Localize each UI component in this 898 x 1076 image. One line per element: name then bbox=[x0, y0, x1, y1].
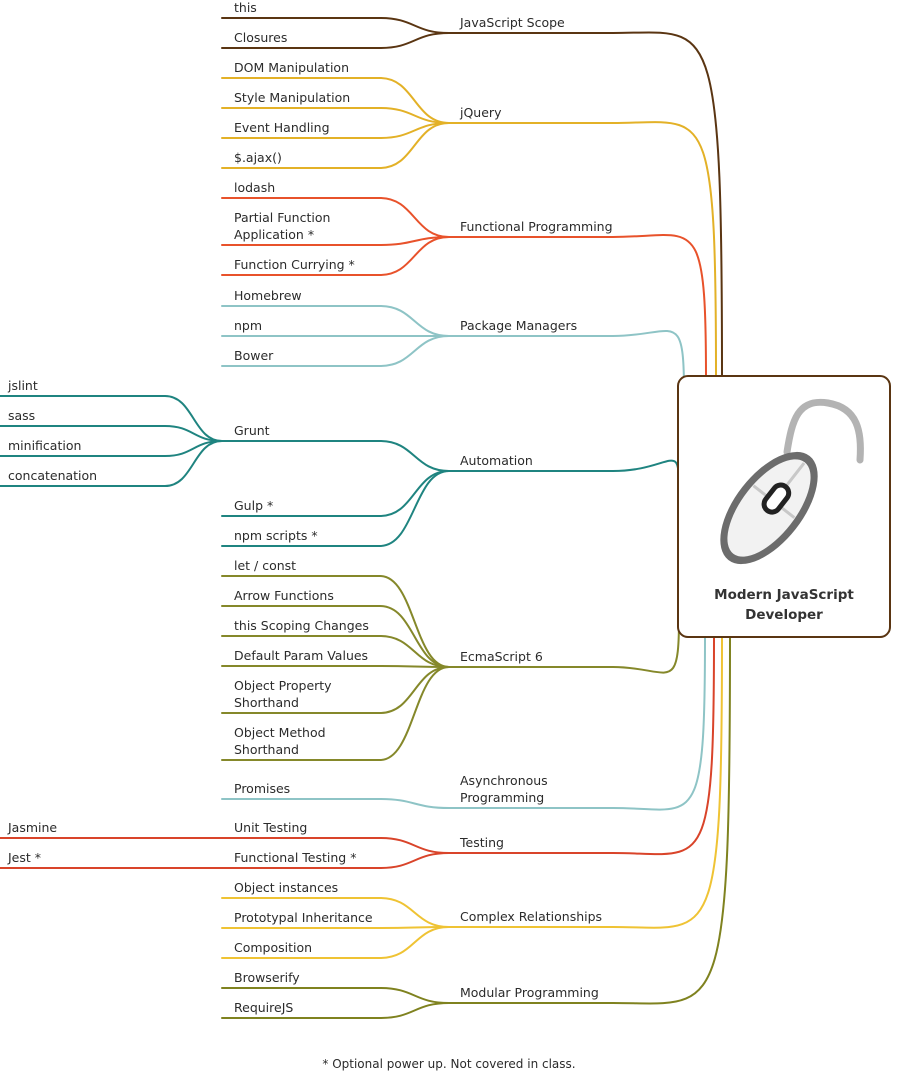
subleaf-label-jasmine: Jasmine bbox=[7, 820, 57, 835]
branch-label-automation: Automation bbox=[460, 453, 533, 468]
branch-label-javascript-scope: JavaScript Scope bbox=[459, 15, 565, 30]
leaf-label-functional-testing: Functional Testing * bbox=[234, 850, 356, 865]
connectors bbox=[0, 17, 731, 1019]
leaf-connector-bower bbox=[379, 335, 450, 367]
leaf-connector-ajax bbox=[379, 122, 450, 169]
leaf-connector-functional-testing bbox=[379, 852, 450, 869]
leaf-label-closures: Closures bbox=[234, 30, 287, 45]
central-node-title-line2: Developer bbox=[745, 607, 823, 623]
leaf-label-dom-manipulation: DOM Manipulation bbox=[234, 60, 349, 75]
leaf-label-lodash: lodash bbox=[234, 180, 275, 195]
branch-label-asynchronous-programming-line1: Asynchronous bbox=[460, 773, 548, 788]
leaf-label-object-method-shorthand-line1: Object Method bbox=[234, 725, 326, 740]
leaf-label-bower: Bower bbox=[234, 348, 274, 363]
leaf-connector-let-const bbox=[379, 575, 450, 668]
leaf-connector-default-param-values bbox=[379, 665, 450, 668]
computer-mouse-icon bbox=[720, 398, 864, 565]
leaf-label-default-param-values: Default Param Values bbox=[234, 648, 368, 663]
leaf-label-grunt: Grunt bbox=[234, 423, 270, 438]
subleaf-connector-concatenation bbox=[164, 440, 223, 487]
leaf-label-partial-function-application-line2: Application * bbox=[234, 227, 314, 242]
leaf-label-npm: npm bbox=[234, 318, 262, 333]
leaf-label-object-property-shorthand-line2: Shorthand bbox=[234, 695, 299, 710]
leaf-connector-object-property-shorthand bbox=[379, 666, 450, 714]
leaf-connector-grunt bbox=[379, 440, 450, 472]
leaf-label-let-const: let / const bbox=[234, 558, 296, 573]
leaf-label-homebrew: Homebrew bbox=[234, 288, 302, 303]
branch-connector-automation bbox=[612, 459, 680, 484]
leaf-connector-browserify bbox=[379, 987, 450, 1004]
branch-label-ecmascript-6: EcmaScript 6 bbox=[460, 649, 543, 664]
branch-label-modular-programming: Modular Programming bbox=[460, 985, 599, 1000]
central-node-title-line1: Modern JavaScript bbox=[714, 587, 854, 603]
subleaf-label-jest: Jest * bbox=[7, 850, 41, 865]
leaf-connector-arrow-functions bbox=[379, 605, 450, 668]
leaf-connector-this-scoping-changes bbox=[379, 635, 450, 668]
branch-connector-modular-programming bbox=[612, 635, 731, 1005]
branch-connector-testing bbox=[612, 635, 715, 856]
leaf-label-object-property-shorthand-line1: Object Property bbox=[234, 678, 332, 693]
central-node: Modern JavaScript Developer bbox=[677, 375, 891, 638]
leaf-label-event-handling: Event Handling bbox=[234, 120, 330, 135]
leaf-label-composition: Composition bbox=[234, 940, 312, 955]
branch-connector-functional-programming bbox=[612, 234, 707, 381]
leaf-label-unit-testing: Unit Testing bbox=[234, 820, 307, 835]
leaf-label-partial-function-application-line1: Partial Function bbox=[234, 210, 330, 225]
leaf-connector-dom-manipulation bbox=[379, 77, 450, 124]
footnote: * Optional power up. Not covered in clas… bbox=[322, 1057, 576, 1071]
leaf-connector-lodash bbox=[379, 197, 450, 238]
branch-connector-jquery bbox=[612, 121, 717, 379]
branch-label-functional-programming: Functional Programming bbox=[460, 219, 613, 234]
leaf-label-ajax: $.ajax() bbox=[234, 150, 282, 165]
leaf-label-arrow-functions: Arrow Functions bbox=[234, 588, 334, 603]
leaf-connector-promises bbox=[379, 798, 450, 809]
leaf-label-prototypal-inheritance: Prototypal Inheritance bbox=[234, 910, 373, 925]
leaf-label-requirejs: RequireJS bbox=[234, 1000, 293, 1015]
branch-label-jquery: jQuery bbox=[459, 105, 502, 120]
branch-label-complex-relationships: Complex Relationships bbox=[460, 909, 602, 924]
leaf-label-npm-scripts: npm scripts * bbox=[234, 528, 318, 543]
branch-label-asynchronous-programming-line2: Programming bbox=[460, 790, 544, 805]
leaf-label-browserify: Browserify bbox=[234, 970, 300, 985]
subleaf-label-minification: minification bbox=[8, 438, 81, 453]
leaf-connector-object-method-shorthand bbox=[379, 666, 450, 761]
leaf-connector-requirejs bbox=[379, 1002, 450, 1019]
branch-connector-complex-relationships bbox=[612, 635, 723, 929]
subleaf-label-jslint: jslint bbox=[7, 378, 38, 393]
leaf-connector-unit-testing bbox=[379, 837, 450, 854]
branch-label-package-managers: Package Managers bbox=[460, 318, 577, 333]
leaf-connector-homebrew bbox=[379, 305, 450, 337]
leaf-label-function-currying: Function Currying * bbox=[234, 257, 355, 272]
branch-label-testing: Testing bbox=[459, 835, 504, 850]
leaf-label-object-instances: Object instances bbox=[234, 880, 338, 895]
subleaf-label-sass: sass bbox=[8, 408, 35, 423]
leaf-connector-function-currying bbox=[379, 236, 450, 276]
leaf-label-gulp: Gulp * bbox=[234, 498, 273, 513]
subleaf-label-concatenation: concatenation bbox=[8, 468, 97, 483]
leaf-connector-object-instances bbox=[379, 897, 450, 928]
leaf-connector-npm-scripts bbox=[379, 470, 450, 547]
leaf-label-this: this bbox=[234, 0, 257, 15]
leaf-label-object-method-shorthand-line2: Shorthand bbox=[234, 742, 299, 757]
leaf-connector-closures bbox=[379, 32, 450, 49]
leaf-label-this-scoping-changes: this Scoping Changes bbox=[234, 618, 369, 633]
branch-connector-asynchronous-programming bbox=[612, 635, 706, 811]
leaf-label-style-manipulation: Style Manipulation bbox=[234, 90, 350, 105]
leaf-connector-this bbox=[379, 17, 450, 34]
branch-connector-package-managers bbox=[612, 329, 685, 393]
leaf-label-promises: Promises bbox=[234, 781, 290, 796]
branch-connector-javascript-scope bbox=[612, 31, 723, 379]
branch-connector-ecmascript-6 bbox=[612, 617, 680, 674]
leaf-connector-composition bbox=[379, 926, 450, 959]
subleaf-connector-jslint bbox=[164, 395, 223, 442]
